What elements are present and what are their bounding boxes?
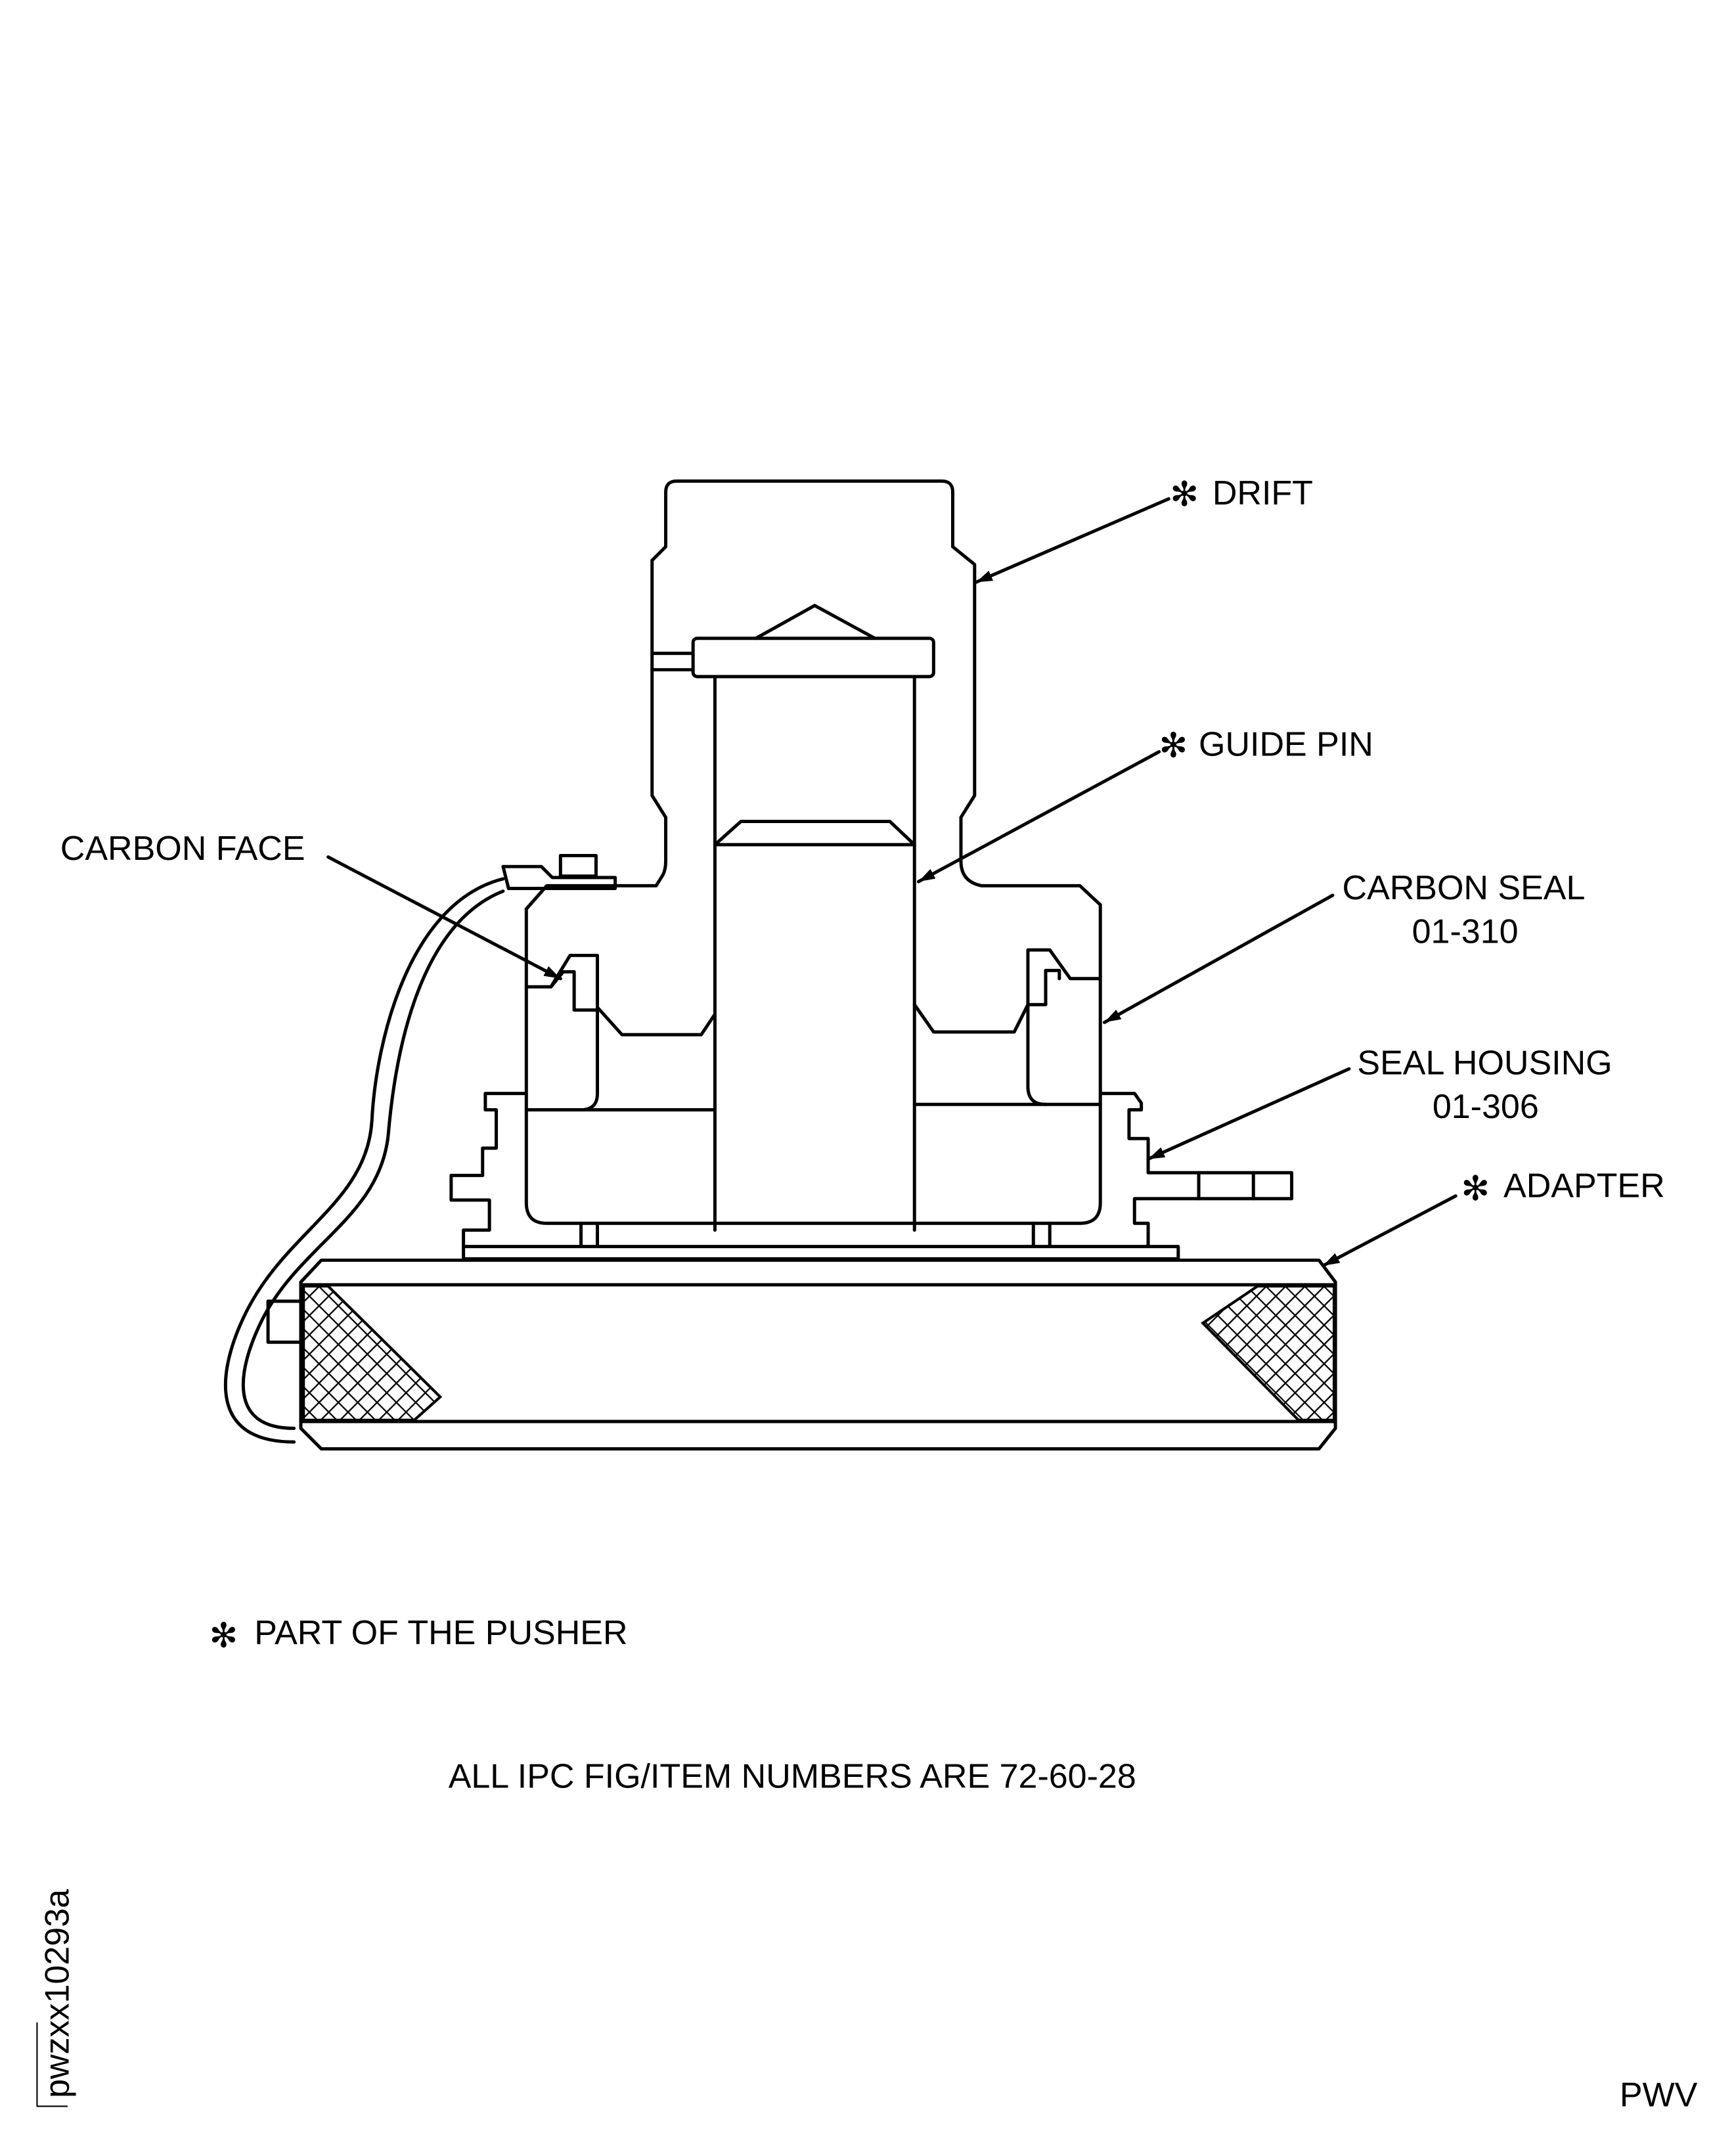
note-pusher: PART OF THE PUSHER	[254, 1614, 627, 1652]
leader-lines	[326, 497, 1458, 1268]
label-carbon-face: CARBON FACE	[60, 830, 305, 868]
drift	[524, 479, 1102, 911]
asterisk-icon: ✻	[1159, 727, 1188, 765]
guide-pin	[691, 604, 935, 1232]
label-adapter: ADAPTER	[1503, 1167, 1665, 1205]
label-seal-housing: SEAL HOUSING	[1357, 1044, 1612, 1082]
note-ipc: ALL IPC FIG/ITEM NUMBERS ARE 72-60-28	[449, 1758, 1136, 1796]
adapter	[266, 1245, 1337, 1451]
asterisk-icon: ✻	[1461, 1170, 1490, 1208]
footer-code: PWV	[1620, 2076, 1698, 2114]
label-drift: DRIFT	[1213, 474, 1313, 512]
seal-housing	[449, 903, 1294, 1249]
label-guide-pin: GUIDE PIN	[1199, 726, 1373, 764]
label-carbon-seal: CARBON SEAL	[1343, 869, 1586, 907]
asterisk-icon: ✻	[1170, 476, 1199, 514]
lanyard-cable	[223, 854, 617, 1444]
label-seal-housing-ref: 01-306	[1433, 1088, 1539, 1126]
figure-id: pwzxx10293a	[38, 1889, 76, 2098]
asterisk-icon: ✻	[210, 1617, 238, 1655]
label-carbon-seal-ref: 01-310	[1412, 913, 1519, 951]
